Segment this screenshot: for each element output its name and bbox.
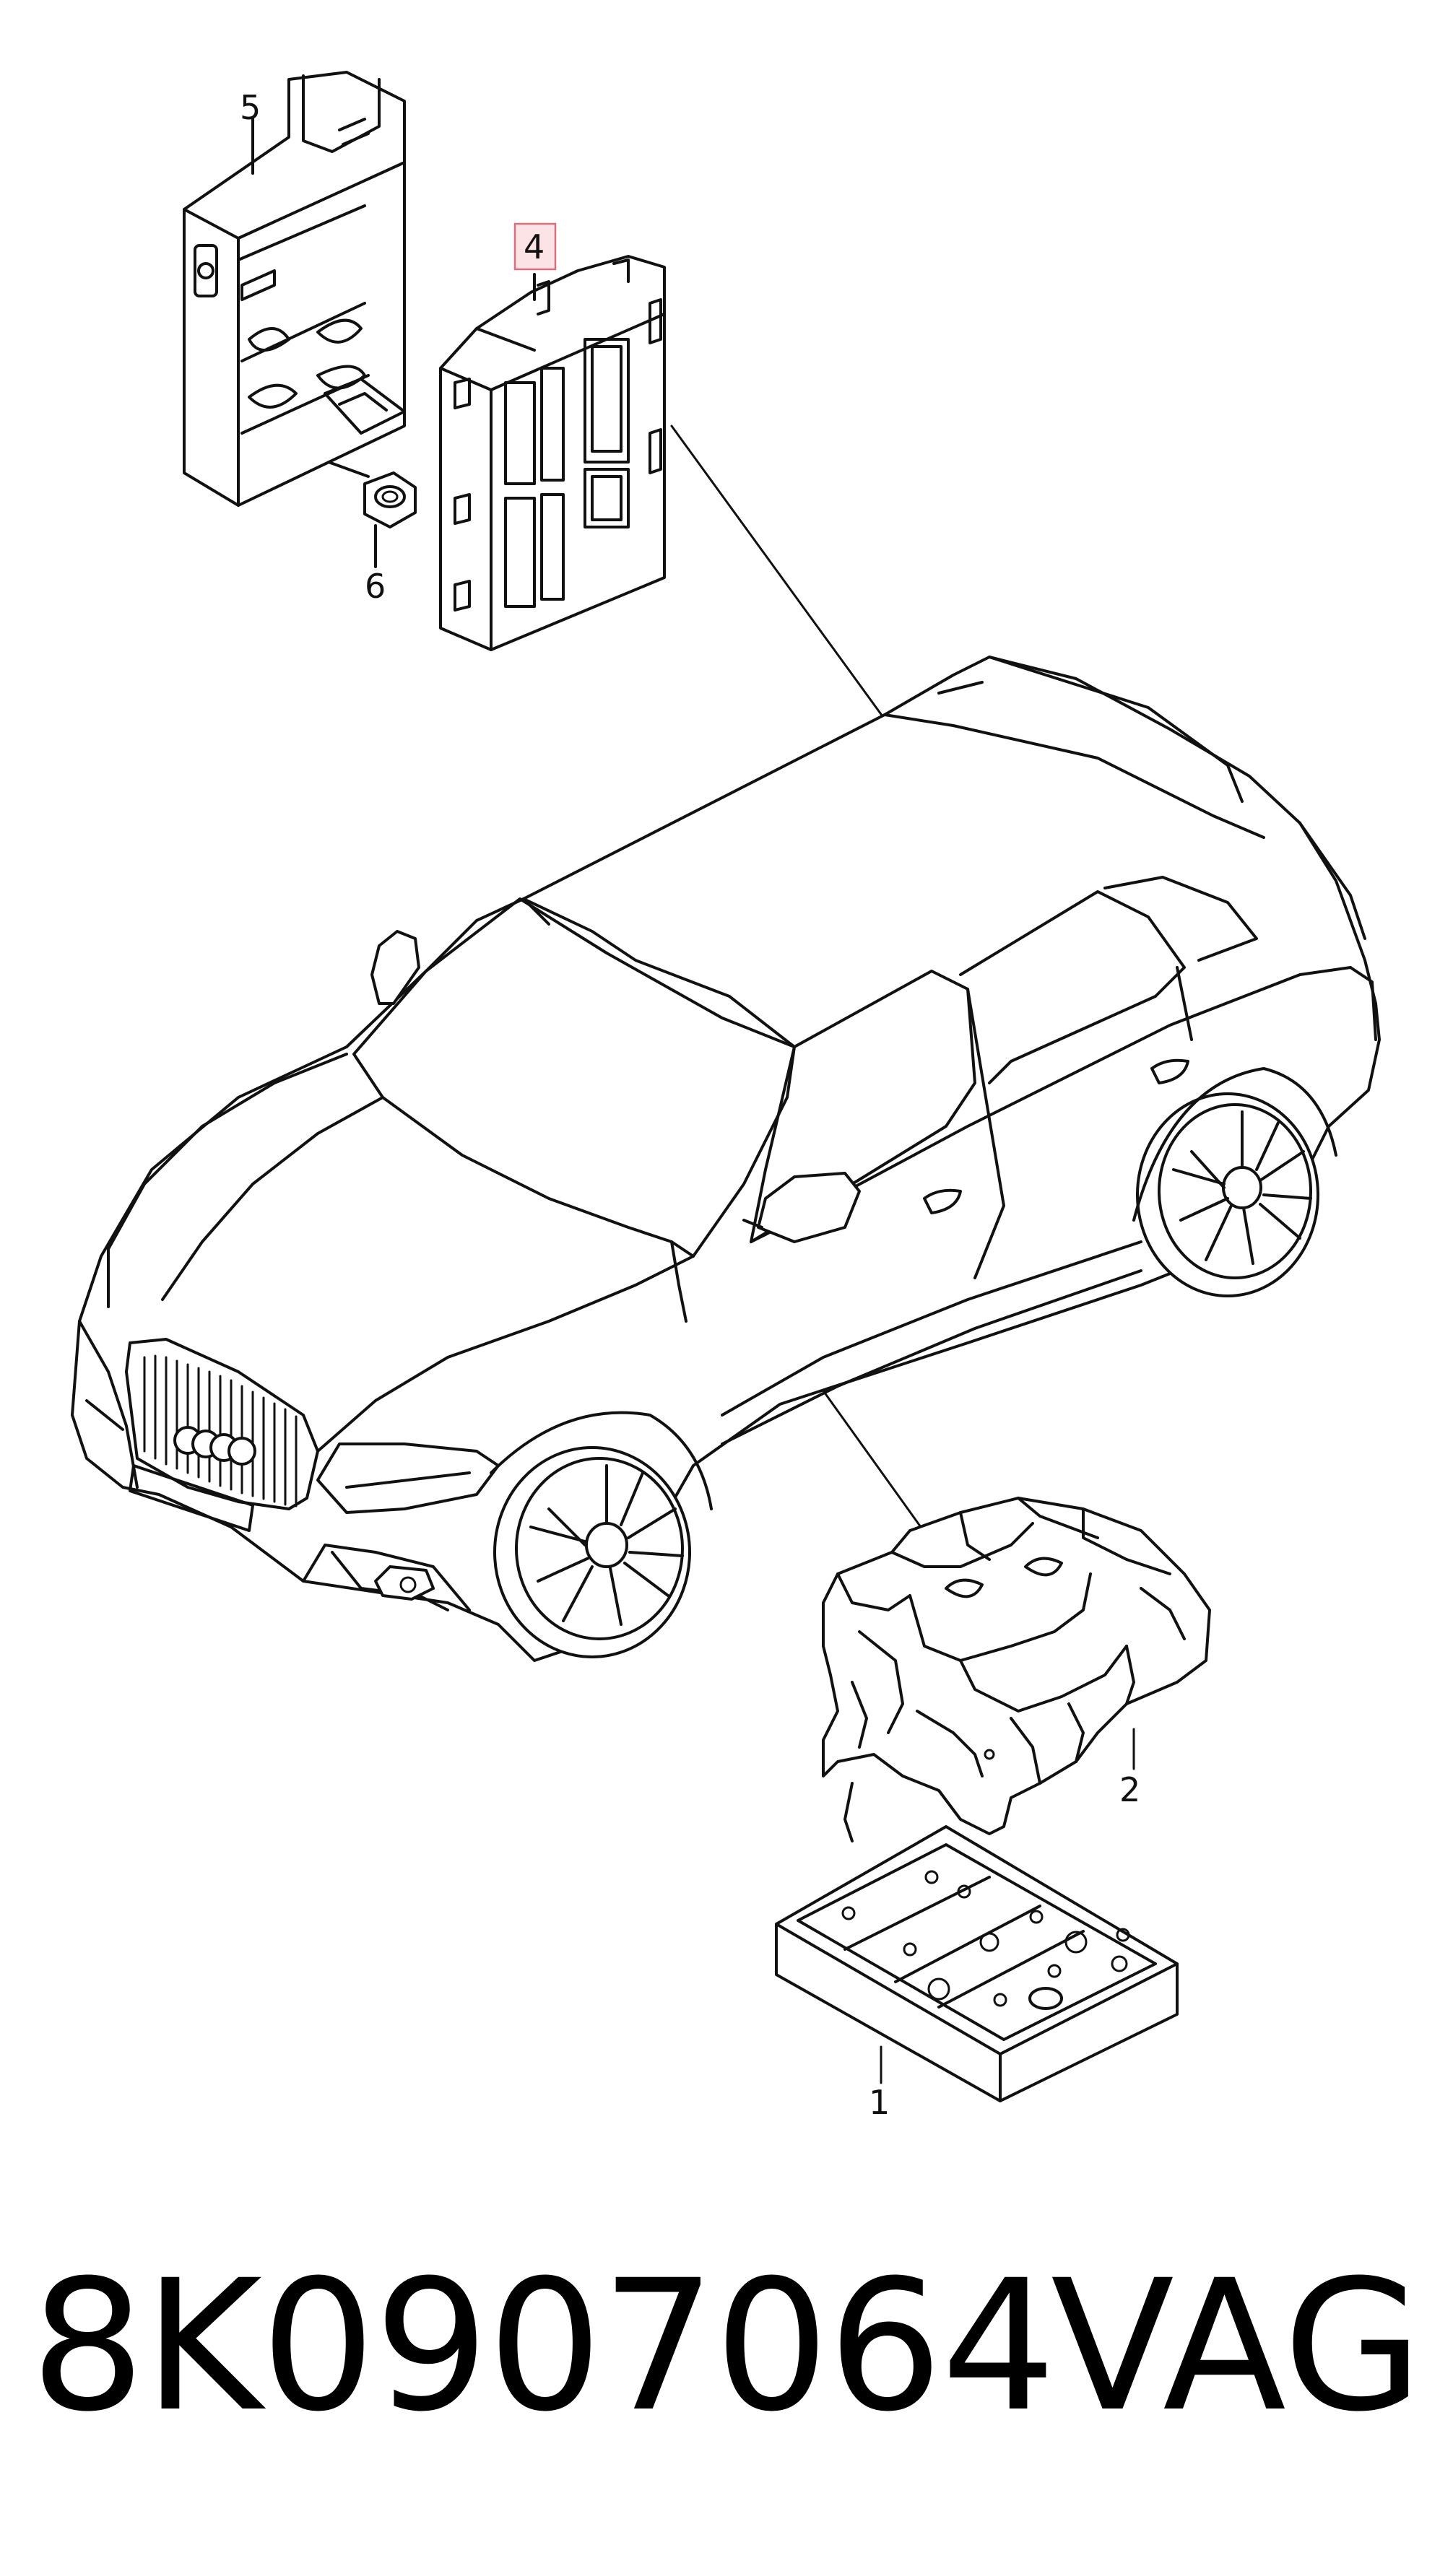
part-4-control-module — [439, 255, 666, 651]
brand-label: VAG — [1051, 2241, 1423, 2451]
part-number: 8K0907064 — [30, 2241, 1056, 2451]
callout-highlight-box — [513, 222, 557, 271]
part-6-nut — [327, 461, 417, 568]
callout-label-2: 2 — [1119, 1770, 1140, 1809]
callout-label-6: 6 — [365, 567, 386, 606]
callout-label-5: 5 — [240, 88, 261, 127]
callout-5[interactable]: 5 — [240, 88, 261, 127]
callout-6[interactable]: 6 — [365, 567, 386, 606]
callout-label-1: 1 — [869, 2083, 890, 2122]
callout-label-4: 4 — [524, 227, 545, 266]
callout-4[interactable]: 4 — [513, 222, 557, 271]
part-1-flat-module — [775, 1825, 1179, 2102]
part-2-tray-bracket — [822, 1497, 1211, 1842]
vehicle-outline — [71, 656, 1381, 1662]
part-5-bracket — [183, 71, 406, 507]
callout-1[interactable]: 1 — [869, 2083, 890, 2122]
callout-2[interactable]: 2 — [1119, 1770, 1140, 1809]
